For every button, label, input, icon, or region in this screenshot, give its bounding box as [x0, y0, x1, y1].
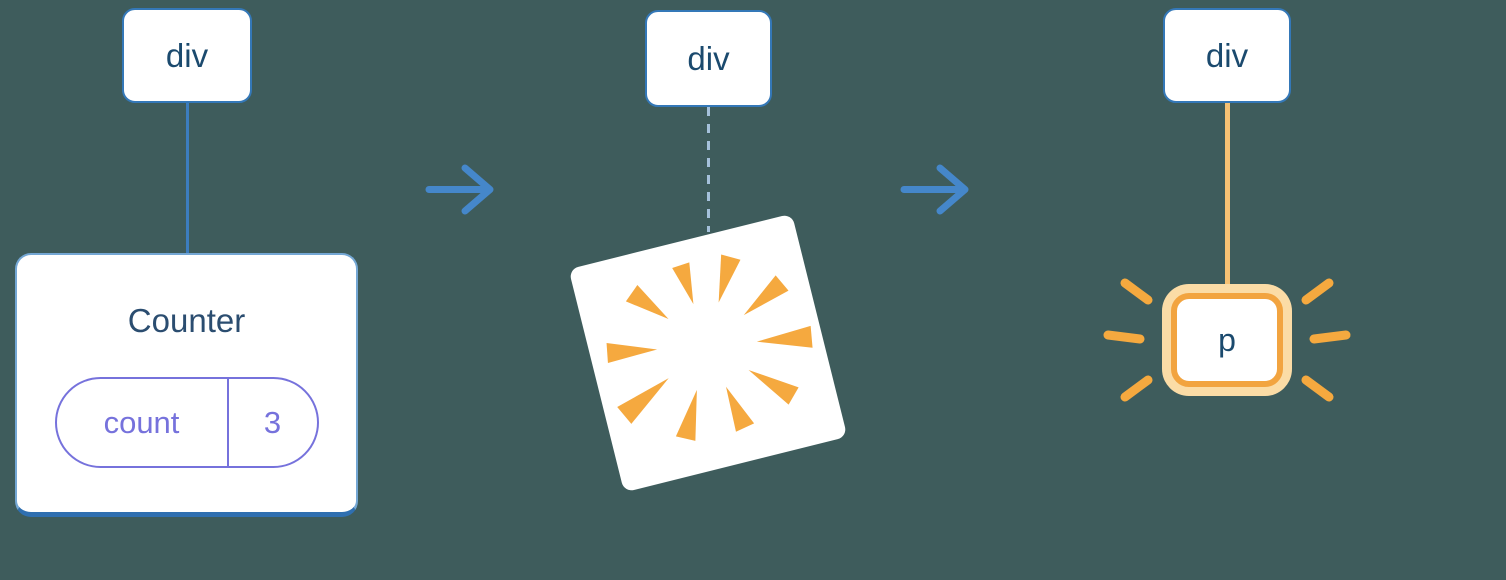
parent-node-div-3: div — [1163, 8, 1291, 103]
parent-node-label: div — [687, 39, 730, 77]
arrow-right-icon — [900, 164, 969, 215]
tree-connector-line — [185, 103, 189, 253]
new-node-connector-line — [1224, 103, 1230, 295]
arrow-right-icon — [425, 164, 494, 215]
state-pill-divider — [226, 379, 229, 466]
component-title: Counter — [127, 302, 246, 339]
poof-burst-icon — [570, 215, 846, 491]
state-pill: count 3 — [54, 377, 319, 468]
counter-component-card: Counter count 3 — [15, 253, 358, 517]
parent-node-div-1: div — [122, 8, 252, 103]
parent-node-label: div — [1205, 36, 1249, 74]
state-key: count — [103, 404, 180, 440]
parent-node-div-2: div — [645, 10, 772, 107]
state-value: 3 — [263, 404, 282, 440]
parent-node-label: div — [165, 36, 209, 74]
new-p-node-label: p — [1218, 321, 1236, 358]
new-p-node: p — [1171, 293, 1283, 387]
dashed-connector-line — [707, 107, 710, 232]
